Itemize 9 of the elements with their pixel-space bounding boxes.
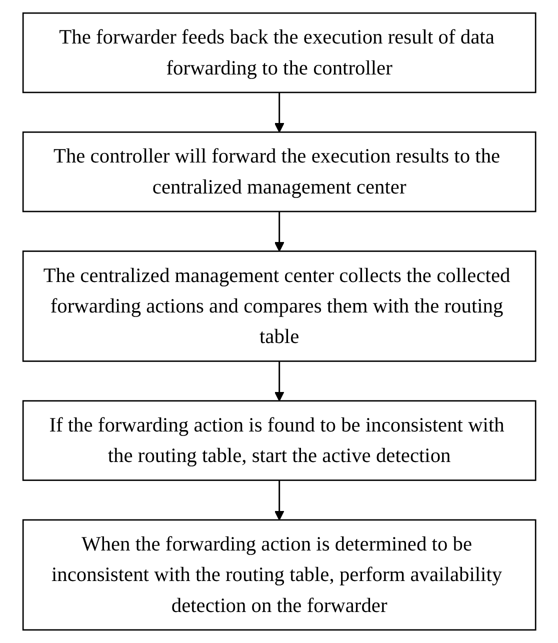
node-box: If the forwarding action is found to be inconsistent with the routing table, start the active detection — [22, 400, 536, 481]
arrow — [274, 92, 284, 133]
node-box: The controller will forward the execution results to the centralized management center — [22, 131, 536, 212]
arrow — [274, 480, 284, 520]
arrow — [274, 361, 284, 402]
node-box: When the forwarding action is determined to be inconsistent with the routing table, perform availability detection on the forwarder — [22, 519, 536, 631]
arrow — [274, 212, 284, 252]
node-box: The centralized management center collects the collected forwarding actions and compares them with the routing table — [22, 250, 536, 362]
node-box: The forwarder feeds back the execution result of data forwarding to the controller — [22, 12, 536, 94]
